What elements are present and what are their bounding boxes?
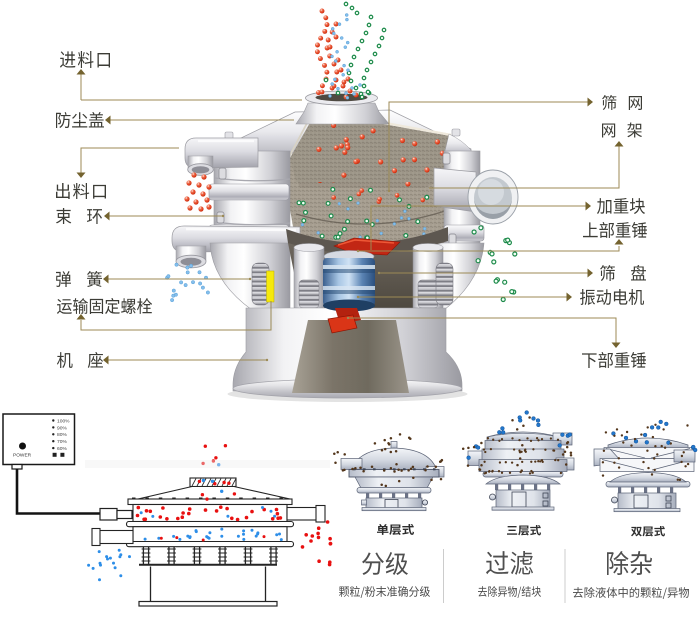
- svg-text:70%: 70%: [57, 439, 67, 445]
- svg-text:80%: 80%: [57, 432, 67, 438]
- svg-text:60%: 60%: [57, 446, 67, 452]
- svg-text:90%: 90%: [57, 425, 67, 431]
- svg-text:100%: 100%: [57, 418, 70, 424]
- svg-text:POWER: POWER: [13, 453, 32, 459]
